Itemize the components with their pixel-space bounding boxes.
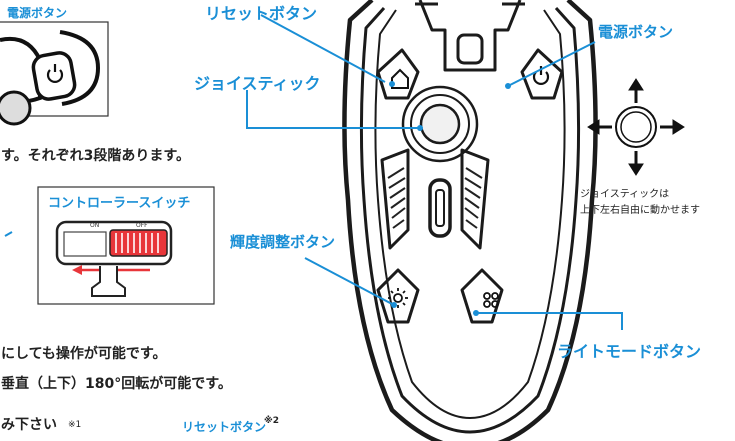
power-icon [532,66,550,85]
label-light-mode: ライトモードボタン [557,342,702,361]
power-icon-inset [46,64,64,83]
joystick-note-line-1: ジョイスティックは [580,189,670,200]
light-mode-icon [483,292,499,308]
label-controller-switch: コントローラースイッチ [48,196,191,211]
label-reset-top: リセットボタン [205,4,318,23]
controller-switch-box [37,186,215,305]
label-power-top-left: 電源ボタン [7,6,68,20]
callout-dots [389,81,511,316]
label-joystick: ジョイスティック [194,74,321,93]
power-button-inset [0,21,109,126]
text-line-4-note: ※1 [68,420,82,430]
text-line-4: み下さい [1,417,57,433]
text-line-3: 垂直（上下）180°回転が可能です。 [1,376,232,392]
controller-device [342,0,598,441]
callout-lines [246,14,623,330]
reset-bottom-note: ※2 [264,416,280,426]
label-reset-bottom: リセットボタン [182,420,267,434]
joystick-note-line-2: 上下左右自由に動かせます [580,205,700,216]
switch-off-label: OFF [136,222,148,229]
text-line-2: にしても操作が可能です。 [1,346,167,362]
switch-callout-line [4,231,13,237]
label-brightness: 輝度調整ボタン [230,233,336,251]
joystick-direction-diagram [587,78,685,176]
brightness-icon [388,288,408,308]
text-line-1: す。それぞれ3段階あります。 [1,148,190,164]
grip-hatching [387,167,483,229]
label-power-right: 電源ボタン [598,23,674,41]
switch-on-label: ON [90,222,100,229]
